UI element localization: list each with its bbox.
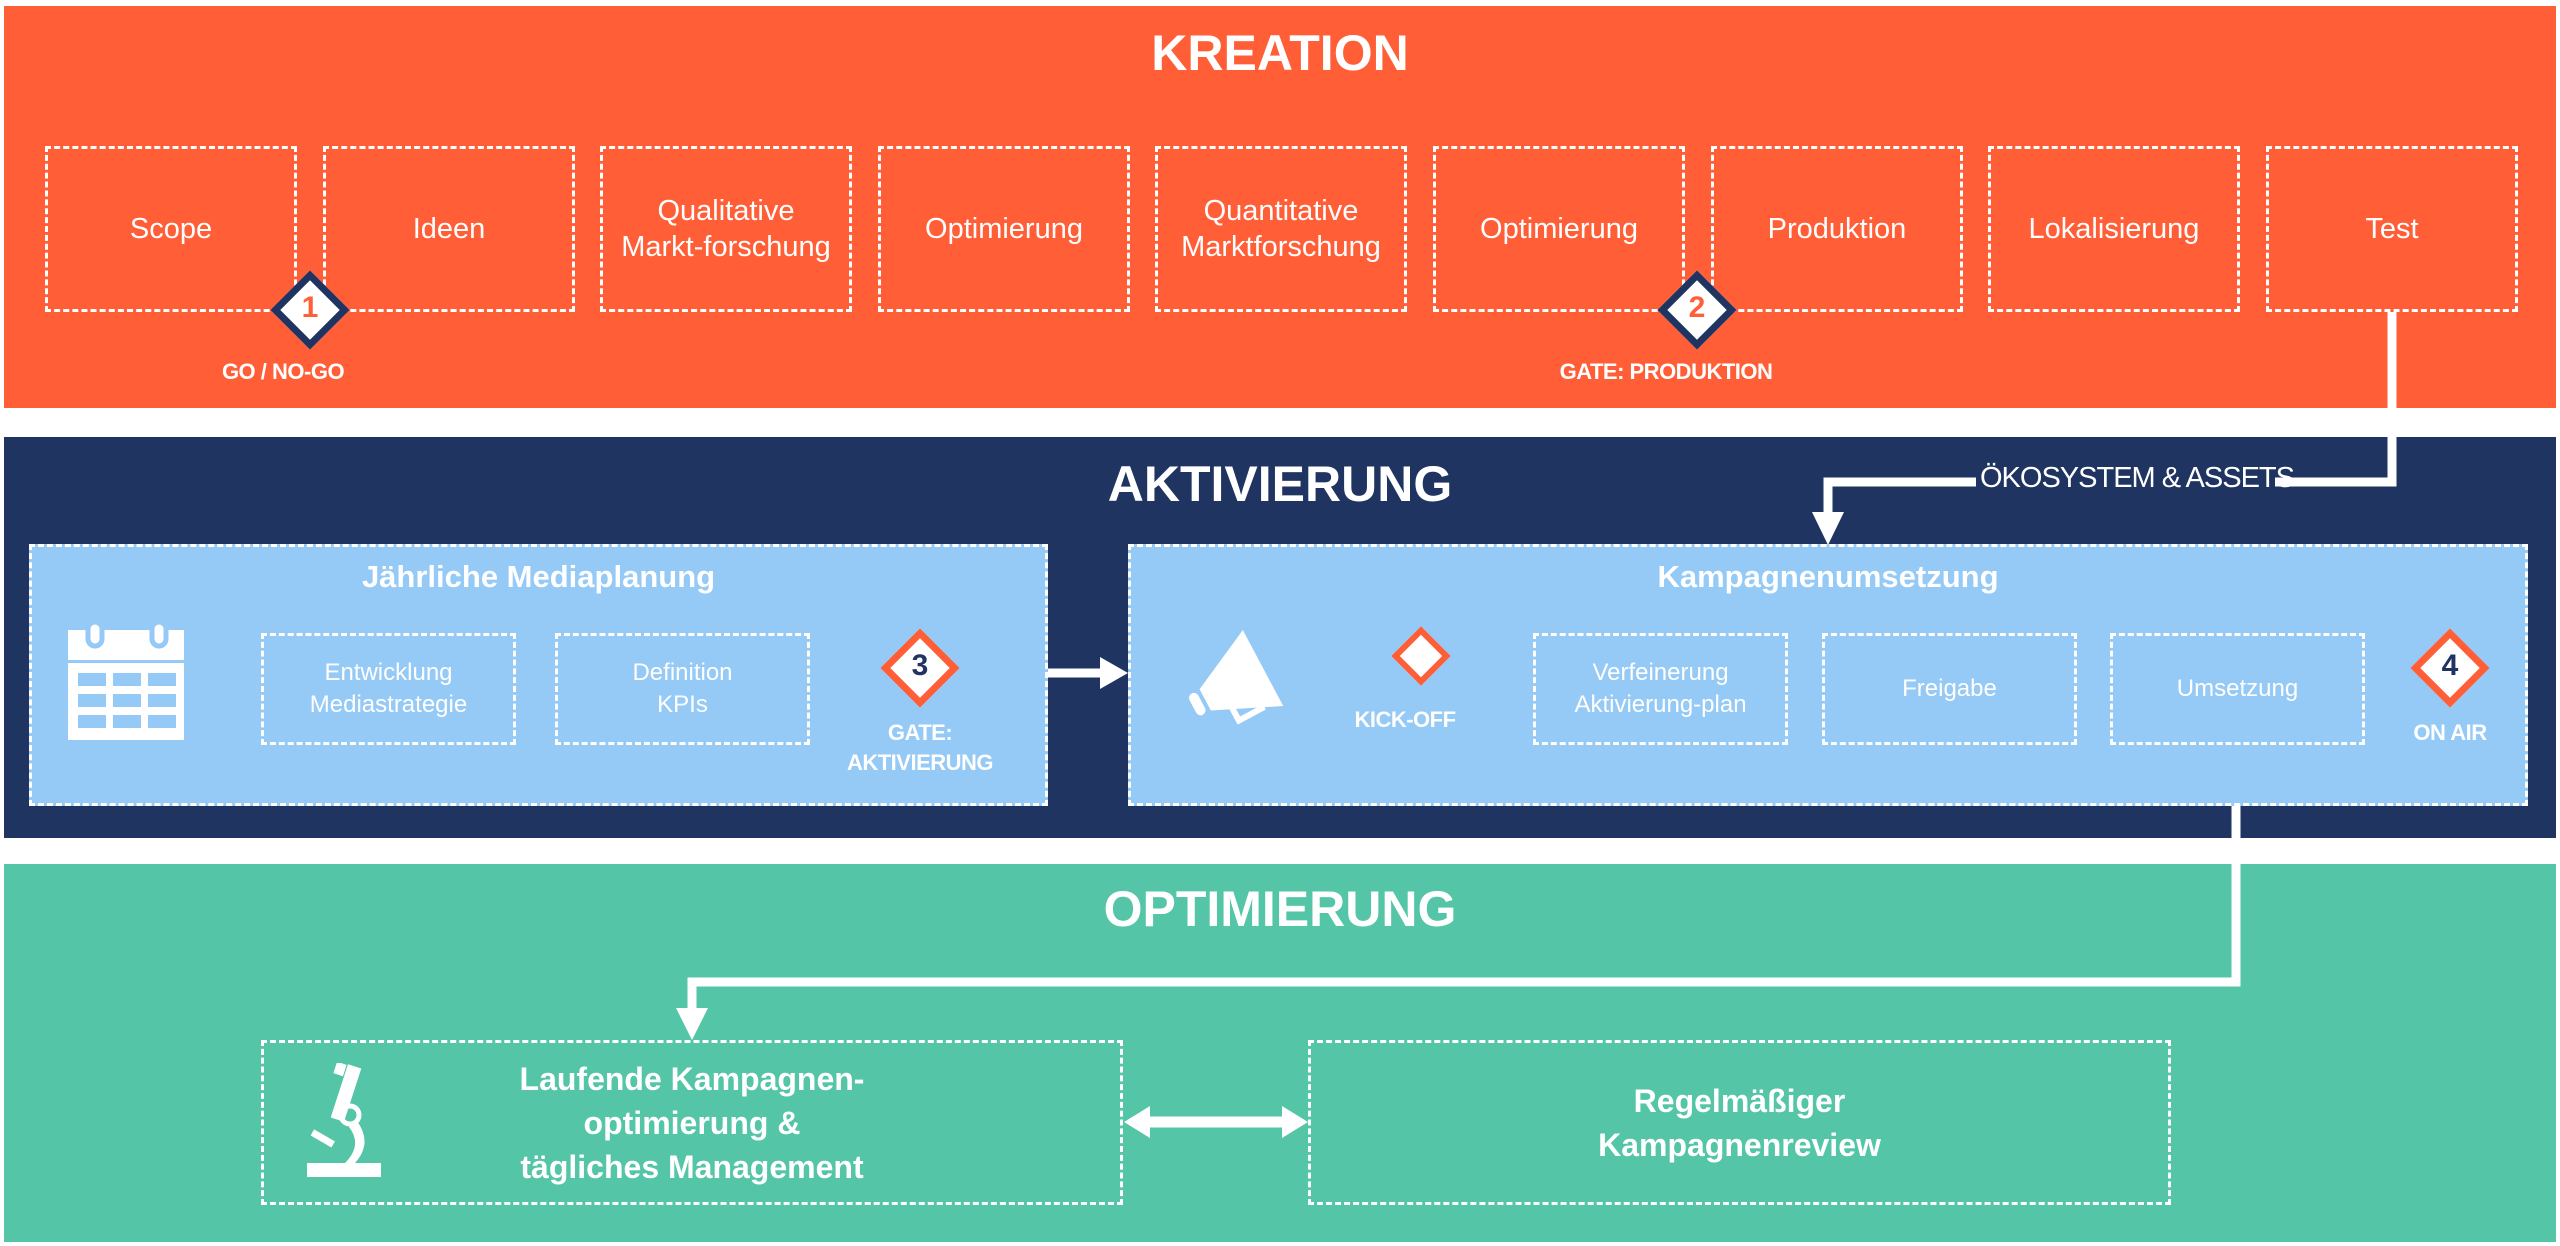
step-test[interactable]: Test [2266, 146, 2518, 312]
kampagnenumsetzung-panel: Kampagnenumsetzung [1128, 544, 2528, 806]
box-label: Laufende Kampagnen- optimierung & täglic… [519, 1060, 865, 1185]
aktivierung-title: AKTIVIERUNG [1107, 456, 1453, 512]
calendar-icon [68, 620, 184, 740]
kreation-section: KREATION [4, 6, 2556, 408]
step-label: Optimierung [925, 213, 1083, 245]
microscope-icon [307, 1063, 381, 1177]
gate-1-number: 1 [301, 291, 319, 324]
step-label: Produktion [1767, 213, 1907, 245]
step-produktion[interactable]: Produktion [1711, 146, 1963, 312]
step-umsetzung[interactable]: Umsetzung [2110, 633, 2365, 745]
megaphone-icon [1188, 630, 1284, 725]
gate-2-label: GATE: PRODUKTION [1559, 359, 1773, 384]
step-optimierung-2[interactable]: Optimierung [1433, 146, 1685, 312]
step-label: Scope [129, 213, 213, 245]
step-label: Optimierung [1480, 213, 1638, 245]
step-lokalisierung[interactable]: Lokalisierung [1988, 146, 2240, 312]
step-entwicklung-mediastrategie[interactable]: Entwicklung Mediastrategie [261, 633, 516, 745]
mediaplanung-panel: Jährliche Mediaplanung [29, 544, 1048, 806]
mediaplanung-title: Jährliche Mediaplanung [361, 559, 716, 594]
gate-3-label: GATE: AKTIVIERUNG [846, 720, 994, 775]
kreation-title: KREATION [1151, 25, 1409, 81]
step-optimierung-1[interactable]: Optimierung [878, 146, 1130, 312]
box-label: Regelmäßiger Kampagnenreview [1598, 1082, 1881, 1163]
step-label: Ideen [412, 213, 486, 245]
gate-4-number: 4 [2441, 649, 2459, 682]
step-label: Qualitative Markt-forschung [621, 195, 831, 263]
kickoff-label: KICK-OFF [1354, 707, 1456, 732]
step-label: Test [2365, 213, 2419, 245]
gate-2-number: 2 [1688, 291, 1706, 324]
step-definition-kpis[interactable]: Definition KPIs [555, 633, 810, 745]
gate-1-label: GO / NO-GO [221, 359, 345, 384]
step-quantitative-marktforschung[interactable]: Quantitative Marktforschung [1155, 146, 1407, 312]
step-ideen[interactable]: Ideen [323, 146, 575, 312]
step-label: Lokalisierung [2028, 213, 2200, 245]
kampagnenumsetzung-title: Kampagnenumsetzung [1657, 559, 1999, 594]
step-qualitative-marktforschung[interactable]: Qualitative Markt-forschung [600, 146, 852, 312]
step-label: Quantitative Marktforschung [1181, 195, 1381, 263]
optimierung-title: OPTIMIERUNG [1103, 881, 1457, 937]
gate-4-label: ON AIR [2413, 720, 2487, 745]
box-regelmaessiger-kampagnenreview[interactable]: Regelmäßiger Kampagnenreview [1308, 1040, 2171, 1205]
step-verfeinerung-aktivierungsplan[interactable]: Verfeinerung Aktivierung-plan [1533, 633, 1788, 745]
gate-3-number: 3 [911, 649, 929, 682]
connector-label-oekosystem-assets: ÖKOSYSTEM & ASSETS [1978, 462, 2296, 495]
box-laufende-kampagnenoptimierung[interactable]: Laufende Kampagnen- optimierung & täglic… [261, 1040, 1123, 1205]
step-freigabe[interactable]: Freigabe [1822, 633, 2077, 745]
step-scope[interactable]: Scope [45, 146, 297, 312]
